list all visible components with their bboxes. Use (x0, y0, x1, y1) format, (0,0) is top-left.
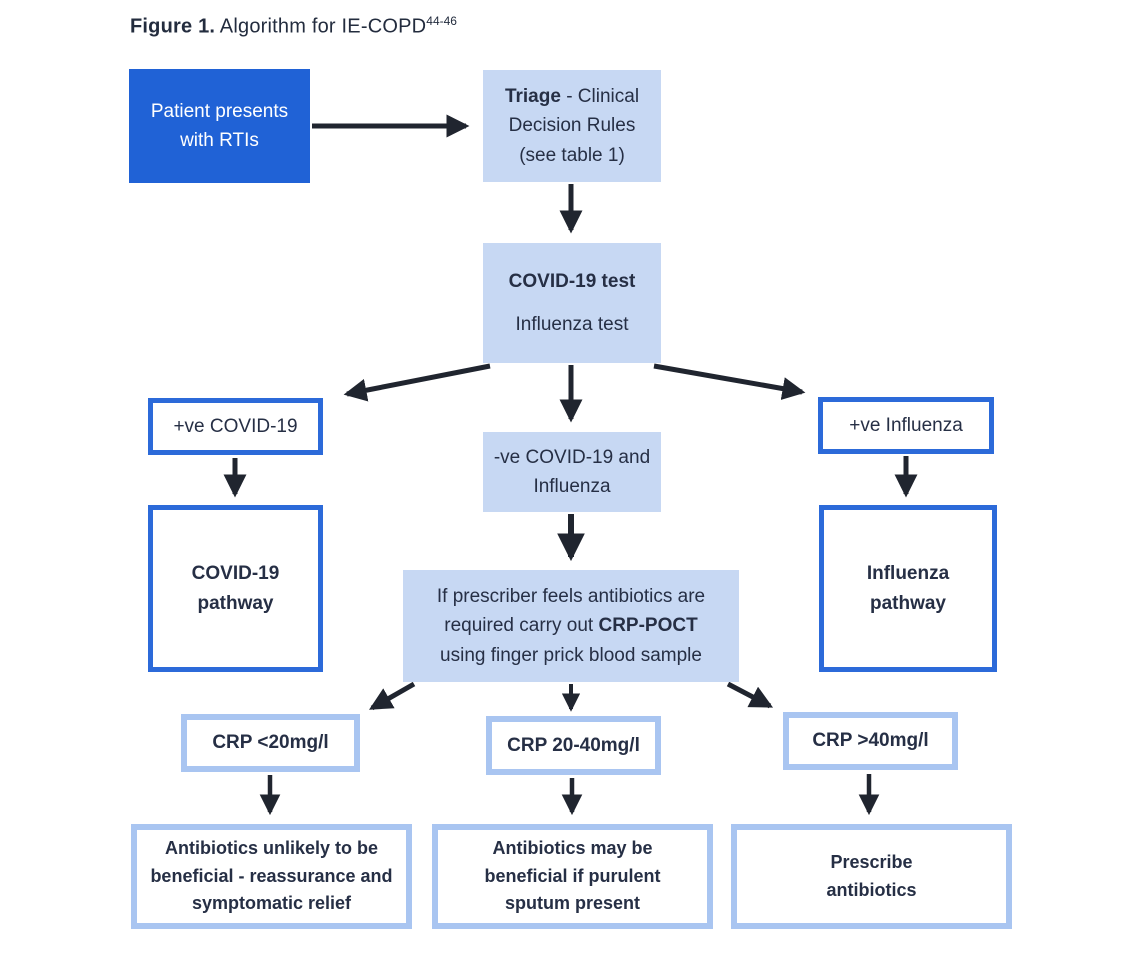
positive-covid-label: +ve COVID-19 (173, 415, 298, 437)
crp-under-20-box: CRP <20mg/l (181, 714, 360, 772)
figure-citation-superscript: 44-46 (426, 14, 457, 28)
triage-bold-text: Triage (504, 85, 561, 107)
positive-influenza-box: +ve Influenza (818, 397, 994, 454)
arrow-crp-poct-to-crp-high (726, 681, 774, 709)
outcome-antibiotics-maybe-box: Antibiotics may be beneficial if purulen… (432, 824, 713, 929)
outcome-prescribe-antibiotics-label: Prescribe antibiotics (826, 851, 917, 900)
influenza-test-label: Influenza test (515, 314, 629, 335)
covid-influenza-test-box: COVID-19 test Influenza test (483, 243, 661, 363)
outcome-antibiotics-unlikely-label: Antibiotics unlikely to be beneficial - … (150, 837, 393, 914)
crp-20-40-label: CRP 20-40mg/l (507, 734, 640, 756)
negative-covid-influenza-box: -ve COVID-19 and Influenza (483, 432, 661, 512)
arrow-crp-poct-to-crp-low (369, 681, 416, 711)
figure-caption: Figure 1. Algorithm for IE-COPD44-46 (130, 14, 457, 39)
negative-covid-influenza-label: -ve COVID-19 and Influenza (493, 446, 651, 497)
influenza-pathway-box: Influenza pathway (819, 505, 997, 672)
arrow-tests-to-positive-influenza (653, 363, 806, 400)
triage-box: Triage - Clinical Decision Rules (see ta… (483, 70, 661, 182)
crp-under-20-label: CRP <20mg/l (212, 732, 329, 754)
outcome-antibiotics-maybe-label: Antibiotics may be beneficial if purulen… (484, 837, 661, 914)
triage-rest-text: - Clinical Decision Rules (see table 1) (508, 85, 640, 166)
outcome-prescribe-antibiotics-box: Prescribe antibiotics (731, 824, 1012, 929)
figure-title-text: Algorithm for IE-COPD (215, 15, 427, 38)
positive-covid-box: +ve COVID-19 (148, 398, 323, 455)
crp-poct-bold-text: CRP-POCT (598, 615, 698, 637)
triage-box-label: Triage - Clinical Decision Rules (see ta… (493, 82, 651, 170)
patient-box: Patient presents with RTIs (129, 69, 310, 183)
crp-poct-text-end: using finger prick blood sample (440, 644, 702, 666)
influenza-pathway-label: Influenza pathway (866, 563, 950, 614)
crp-20-40-box: CRP 20-40mg/l (486, 716, 661, 775)
patient-box-label: Patient presents with RTIs (150, 100, 289, 151)
covid-test-label: COVID-19 test (508, 270, 636, 292)
crp-poct-label: If prescriber feels antibiotics are requ… (421, 582, 721, 670)
crp-over-40-box: CRP >40mg/l (783, 712, 958, 770)
covid-pathway-label: COVID-19 pathway (191, 563, 280, 614)
crp-poct-box: If prescriber feels antibiotics are requ… (403, 570, 739, 682)
positive-influenza-label: +ve Influenza (849, 414, 963, 436)
arrow-tests-to-positive-covid (343, 363, 491, 402)
crp-poct-text-start: If prescriber feels antibiotics are requ… (436, 585, 706, 637)
figure-label: Figure 1. (130, 15, 216, 38)
outcome-antibiotics-unlikely-box: Antibiotics unlikely to be beneficial - … (131, 824, 412, 929)
crp-over-40-label: CRP >40mg/l (812, 730, 929, 752)
covid-pathway-box: COVID-19 pathway (148, 505, 323, 672)
